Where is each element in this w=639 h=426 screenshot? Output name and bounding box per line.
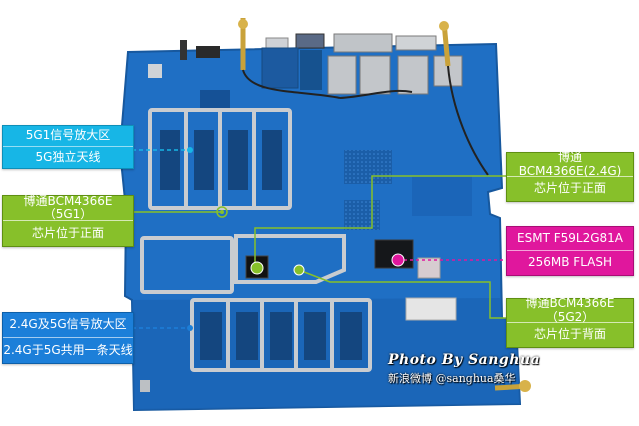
watermark-weibo: 新浪微博 @sanghua桑华	[388, 372, 516, 385]
callout-bcm-5g2-line2: 芯片位于背面	[533, 327, 606, 342]
callout-bcm4366e-24g: 博通BCM4366E(2.4G) 芯片位于正面	[506, 151, 634, 202]
top-connectors	[180, 33, 463, 95]
antenna-connectors	[238, 18, 531, 392]
shield-can-bottom	[190, 298, 372, 372]
photo-watermark: Photo By Sanghua 新浪微博 @sanghua桑华	[388, 352, 540, 386]
callout-24g-5g-amp-zone: 2.4G及5G信号放大区 2.4G于5G共用一条天线	[2, 312, 134, 364]
watermark-credit: Photo By Sanghua	[388, 352, 541, 368]
callout-esmt-flash: ESMT F59L2G81A 256MB FLASH	[506, 226, 634, 276]
callout-24g-line2: 2.4G于5G共用一条天线	[3, 342, 133, 357]
callout-bcm-5g2-line1: 博通BCM4366E（5G2）	[507, 297, 633, 323]
callout-bcm-24g-line2: 芯片位于正面	[533, 181, 606, 196]
callout-24g-line1: 2.4G及5G信号放大区	[3, 313, 133, 338]
shield-can-middle	[140, 234, 346, 294]
callout-5g1-line2: 5G独立天线	[35, 149, 101, 164]
leader-lines	[132, 149, 506, 329]
callout-bcm4366e-5g2: 博通BCM4366E（5G2） 芯片位于背面	[506, 297, 634, 348]
callout-5g1-amp-zone: 5G1信号放大区 5G独立天线	[2, 125, 134, 169]
callout-bcm-5g1-line1: 博通BCM4366E（5G1）	[3, 194, 133, 221]
callout-5g1-line1: 5G1信号放大区	[3, 126, 133, 147]
markers	[187, 147, 405, 331]
callout-flash-line2: 256MB FLASH	[527, 255, 613, 270]
coax-cables	[242, 65, 489, 176]
callout-bcm-24g-line1: 博通BCM4366E(2.4G)	[507, 151, 633, 177]
callout-flash-line1: ESMT F59L2G81A	[507, 227, 633, 251]
callout-bcm-5g1-line2: 芯片位于正面	[31, 225, 104, 240]
callout-bcm4366e-5g1: 博通BCM4366E（5G1） 芯片位于正面	[2, 194, 134, 247]
